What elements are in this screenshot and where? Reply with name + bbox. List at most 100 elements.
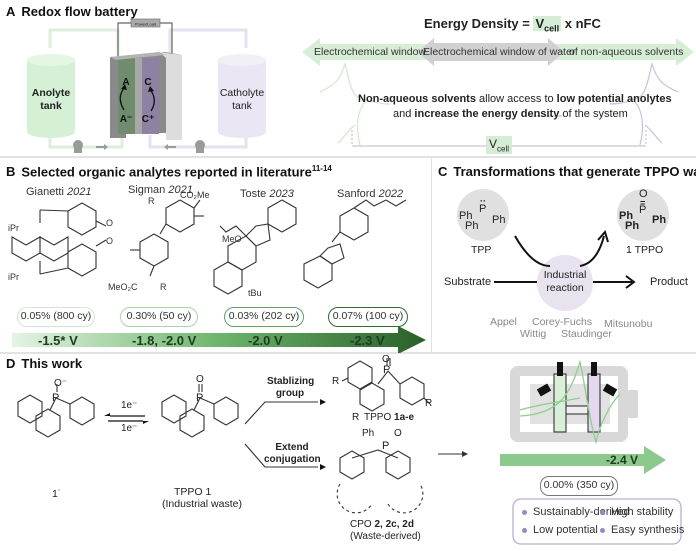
this-work-potential: -2.4 V [606, 453, 639, 467]
tpp-p: P [479, 203, 487, 215]
reaction-corey-fuchs: Corey-Fuchs [532, 316, 593, 328]
catholyte-tank-label-2: tank [232, 100, 253, 112]
panel-letter: D [6, 356, 16, 371]
radical-anion-label: 1˙ [52, 488, 62, 500]
panel-title-text: Selected organic analytes reported in li… [21, 164, 312, 180]
tppo-reaction-diagram [457, 189, 669, 311]
substrate-label: Substrate [444, 276, 492, 288]
title-superscript: 11-14 [311, 164, 332, 173]
reaction-mitsunobu: Mitsunobu [604, 318, 653, 330]
equation-vcell: Vcell [533, 16, 562, 34]
panel-a-redox-flow-battery: A Redox flow battery [0, 0, 696, 157]
catholyte-tank-label-1: Catholyte [220, 87, 265, 99]
electron-top-label: 1e⁻ [121, 400, 138, 411]
author-name: Sanford [337, 188, 376, 200]
panel-title-text: Redox flow battery [21, 4, 138, 19]
h-cell-icon [519, 359, 621, 445]
compound-author-sigman: Sigman 2021 [128, 184, 193, 196]
retention-pill-toste: 0.03% (202 cy) [224, 307, 304, 327]
anolyte-pump-icon [73, 140, 83, 153]
cpo-ph: Ph [362, 428, 375, 439]
electrochemical-cell [110, 52, 182, 140]
potential-sigman: -1.8, -2.0 V [132, 333, 197, 348]
retention-pill-sanford: 0.07% (100 cy) [328, 307, 408, 327]
cpo-p: P [382, 440, 390, 452]
catholyte-pump-icon [195, 140, 205, 153]
tppo-1-sublabel: (Industrial waste) [162, 498, 242, 510]
this-work-scheme [17, 358, 682, 545]
desc-text-1: allow access to [475, 93, 557, 105]
bullet-icon [600, 509, 605, 515]
product-label: Product [650, 276, 688, 288]
label-meo2c: MeO₂C [108, 282, 138, 292]
retention-pill-sigman: 0.30% (50 cy) [120, 307, 198, 327]
reaction-wittig: Wittig [520, 328, 547, 340]
retention-pill-gianetti: 0.05% (800 cy) [17, 307, 95, 327]
analyte-structures: iPr iPr O O R CO₂Me MeO₂C R MeO tBu [8, 190, 407, 298]
water-window-arrow [418, 38, 564, 66]
branch-bottom-line [244, 443, 318, 468]
compound-author-toste: Toste 2023 [240, 188, 294, 200]
description-line-1: Non-aqueous solvents allow access to low… [358, 93, 672, 105]
label-tbu: tBu [248, 288, 262, 298]
load-wire [117, 22, 173, 56]
radical-o-minus: O⁻ [54, 378, 68, 389]
gianetti-structure [11, 202, 107, 277]
author-name: Toste [240, 188, 267, 200]
feature-text: Easy synthesis [611, 524, 685, 536]
industrial-reaction-label-2: reaction [546, 282, 584, 294]
author-year: 2021 [168, 184, 193, 196]
panel-letter: A [6, 4, 16, 19]
author-name: Sigman [128, 184, 166, 196]
tpp-ph-2: Ph [465, 220, 479, 232]
desc-bold-2: low potential anolytes [556, 93, 672, 105]
tpp-circle [457, 189, 509, 241]
anolyte-tank [27, 54, 75, 138]
label-co2me: CO₂Me [180, 190, 210, 200]
compound-author-gianetti: Gianetti 2021 [26, 186, 91, 198]
flow-arrow-left [168, 146, 176, 148]
branch-bottom-label-2: conjugation [264, 454, 321, 465]
panel-letter: C [438, 164, 448, 179]
tppo-p: P [639, 204, 647, 216]
sanford-structure [303, 199, 407, 289]
power-load-label: Power/Load [135, 22, 156, 27]
tpp-ph-1: Ph [459, 210, 473, 222]
desc-text-2: and [393, 108, 415, 120]
equation-prefix: Energy Density = [424, 16, 534, 31]
tppo-label: 1 TPPO [626, 244, 664, 256]
tppo-generation-arrow [579, 235, 605, 267]
branch-bottom-label-1: Extend [275, 442, 309, 453]
anolyte-tank-label-1: Anolyte [32, 87, 71, 99]
branch-top-label-1: Stablizing [267, 376, 315, 387]
label-ipr-top: iPr [8, 223, 19, 233]
tppo-deriv-label: TPPO 1a-e [364, 412, 414, 423]
equation-sub: cell [544, 23, 560, 34]
tppo-ph-3: Ph [652, 214, 667, 226]
power-load-box [130, 18, 161, 28]
desc-bold-3: increase the energy density [414, 108, 560, 120]
cpo-o: O [394, 428, 402, 439]
label-r-bottom: R [160, 282, 167, 292]
cell-label-c-plus: C⁺ [142, 114, 155, 125]
potential-arrow-this-work [500, 446, 666, 474]
label-r-top: R [148, 196, 155, 206]
tppo-derivative-structure [341, 358, 431, 412]
tppo-o: O [639, 188, 648, 200]
panel-letter: B [6, 164, 16, 180]
flow-battery-schematic: Power/Load Anolyte tank Catholyte tank A… [27, 18, 266, 153]
author-year: 2021 [66, 186, 92, 198]
cell-label-a-minus: A⁻ [120, 114, 133, 125]
tppo-1-label: TPPO 1 [174, 486, 212, 498]
potential-toste: -2.0 V [248, 333, 283, 348]
bullet-icon [522, 527, 527, 533]
cpo-structure [336, 449, 424, 514]
panel-a-title: A Redox flow battery [6, 4, 138, 19]
tppo-circle [617, 189, 669, 241]
feature-text: Sustainably-derived [533, 506, 630, 518]
tpp-ph-3: Ph [492, 214, 506, 226]
panel-b-selected-analytes: B Selected organic analytes reported in l… [0, 157, 432, 354]
